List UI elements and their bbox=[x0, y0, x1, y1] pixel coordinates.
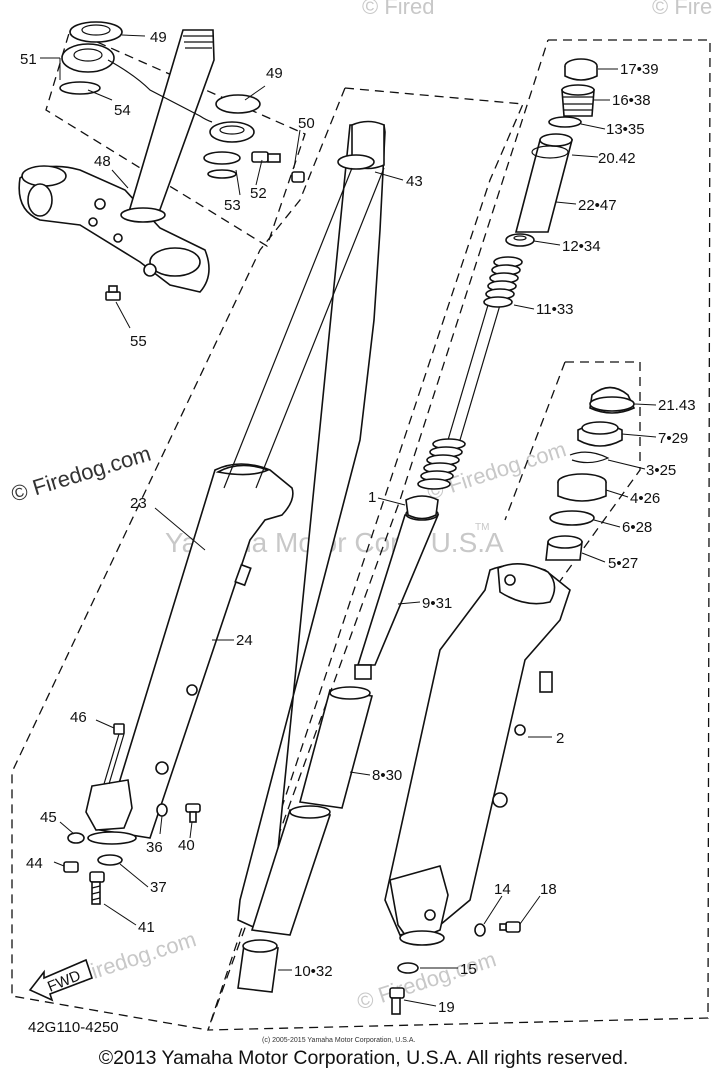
washer-6 bbox=[549, 510, 595, 526]
fork-spring-11 bbox=[447, 304, 501, 441]
bearing-49-upper bbox=[69, 21, 123, 43]
callout-10-32: 10•32 bbox=[294, 963, 333, 980]
boundary-inner-right bbox=[504, 361, 641, 621]
callout-24: 24 bbox=[236, 632, 253, 649]
screw-40 bbox=[185, 803, 201, 823]
callout-53: 53 bbox=[224, 197, 241, 214]
watermark-firedog-corner-a: © Fired bbox=[362, 0, 434, 19]
callout-49b: 49 bbox=[266, 65, 283, 82]
callout-40: 40 bbox=[178, 837, 195, 854]
footer-copyright: ©2013 Yamaha Motor Corporation, U.S.A. A… bbox=[98, 1047, 629, 1069]
callout-1: 1 bbox=[368, 489, 376, 506]
fitting-52 bbox=[251, 151, 305, 183]
callout-37: 37 bbox=[150, 879, 167, 896]
spring-coil-upper bbox=[483, 256, 523, 308]
fork-outer-tube-2 bbox=[384, 563, 571, 946]
bolt-41 bbox=[89, 871, 105, 905]
clip-3 bbox=[569, 451, 610, 464]
watermark-firedog-corner-b: © Fire bbox=[652, 0, 712, 19]
bearing-49-lower bbox=[203, 94, 261, 179]
washer-12 bbox=[505, 233, 535, 247]
callout-46: 46 bbox=[70, 709, 87, 726]
leader-lines bbox=[40, 34, 657, 1007]
callout-7-29: 7•29 bbox=[658, 430, 688, 447]
callout-54: 54 bbox=[114, 102, 131, 119]
lower-bracket-48 bbox=[18, 165, 210, 293]
callout-16-38: 16•38 bbox=[612, 92, 651, 109]
callout-13-35: 13•35 bbox=[606, 121, 645, 138]
bolt-19 bbox=[389, 987, 405, 1015]
lower-tube-section bbox=[250, 805, 332, 936]
washer-36 bbox=[156, 803, 168, 817]
callout-36: 36 bbox=[146, 839, 163, 856]
damper-rod-9 bbox=[354, 495, 440, 680]
bushing-5 bbox=[545, 535, 583, 561]
callout-52: 52 bbox=[250, 185, 267, 202]
inner-tube-edge-a bbox=[223, 167, 353, 489]
callouts: 49 51 54 49 50 48 52 53 55 43 17•39 16•3… bbox=[20, 29, 696, 1016]
screw-18 bbox=[499, 921, 521, 933]
spacer-20 bbox=[514, 133, 574, 233]
callout-17-39: 17•39 bbox=[620, 61, 659, 78]
callout-22-47: 22•47 bbox=[578, 197, 617, 214]
callout-55: 55 bbox=[130, 333, 147, 350]
callout-19: 19 bbox=[438, 999, 455, 1016]
inner-tube-edge-b bbox=[255, 167, 385, 489]
callout-9-31: 9•31 bbox=[422, 595, 452, 612]
fork-outer-tube-24 bbox=[85, 463, 294, 845]
callout-5-27: 5•27 bbox=[608, 555, 638, 572]
leader-23 bbox=[154, 507, 206, 551]
callout-15: 15 bbox=[460, 961, 477, 978]
callout-48: 48 bbox=[94, 153, 111, 170]
oil-seal-clip-7 bbox=[577, 421, 623, 447]
callout-20-42: 20.42 bbox=[598, 150, 636, 167]
callout-12-34: 12•34 bbox=[562, 238, 601, 255]
callout-3-25: 3•25 bbox=[646, 462, 676, 479]
callout-2: 2 bbox=[556, 730, 564, 747]
callout-41: 41 bbox=[138, 919, 155, 936]
callout-11-33: 11•33 bbox=[536, 301, 574, 318]
callout-18: 18 bbox=[540, 881, 557, 898]
oil-seal-4 bbox=[557, 473, 607, 502]
washer-14 bbox=[474, 923, 486, 937]
callout-6-28: 6•28 bbox=[622, 519, 652, 536]
callout-23: 23 bbox=[130, 495, 147, 512]
oil-lock-piece-10 bbox=[237, 939, 279, 993]
steering-stem bbox=[120, 29, 215, 223]
callout-21-43: 21.43 bbox=[658, 397, 696, 414]
callout-14: 14 bbox=[494, 881, 511, 898]
boundary-outer-right bbox=[207, 39, 711, 1031]
boundary-outer-left bbox=[11, 87, 524, 1031]
nut-44 bbox=[63, 861, 79, 873]
brake-hose-54 bbox=[107, 59, 213, 123]
dust-seal-21 bbox=[589, 386, 636, 414]
washer-37 bbox=[97, 854, 123, 866]
spring-coil-lower bbox=[417, 438, 466, 490]
callout-51: 51 bbox=[20, 51, 37, 68]
washer-45 bbox=[67, 832, 85, 844]
callout-50: 50 bbox=[298, 115, 315, 132]
washer-15 bbox=[397, 962, 419, 974]
small-copyright: (c) 2005-2015 Yamaha Motor Corporation, … bbox=[262, 1037, 415, 1044]
callout-8-30: 8•30 bbox=[372, 767, 402, 784]
slide-metal-8 bbox=[298, 686, 374, 809]
bolt-55 bbox=[105, 285, 121, 301]
callout-4-26: 4•26 bbox=[630, 490, 660, 507]
callout-45: 45 bbox=[40, 809, 57, 826]
bolt-46 bbox=[103, 723, 125, 785]
cap-bolt-17 bbox=[564, 58, 598, 81]
bearing-51 bbox=[59, 43, 115, 95]
diagram-code: 42G110-4250 bbox=[28, 1019, 119, 1036]
callout-43: 43 bbox=[406, 173, 423, 190]
callout-44: 44 bbox=[26, 855, 43, 872]
cap-16 bbox=[561, 84, 595, 117]
callout-49a: 49 bbox=[150, 29, 167, 46]
o-ring-13 bbox=[548, 116, 582, 128]
watermark-tm: TM bbox=[475, 522, 489, 533]
leader-1 bbox=[377, 497, 406, 506]
